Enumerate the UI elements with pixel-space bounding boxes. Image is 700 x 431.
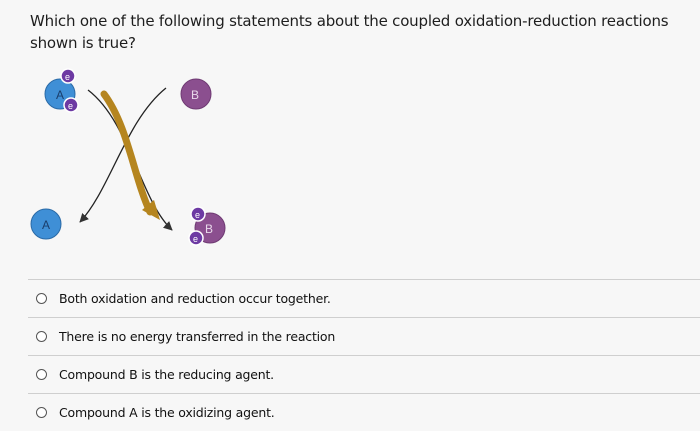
electron-label: e	[68, 101, 73, 111]
compound-b-top	[180, 78, 212, 110]
redox-diagram: A e e B A B e e	[30, 60, 250, 260]
compound-a-bottom	[30, 208, 62, 240]
option-label: There is no energy transferred in the re…	[59, 329, 336, 344]
reaction-curve-b-to-a	[79, 87, 167, 223]
radio-button[interactable]	[36, 369, 47, 380]
electron-label: e	[195, 210, 200, 220]
radio-button[interactable]	[36, 293, 47, 304]
option-3[interactable]: Compound B is the reducing agent.	[28, 355, 700, 393]
electron-icon	[60, 68, 76, 84]
redox-diagram-svg: A e e B A B e e	[30, 68, 226, 246]
electron-transfer-arrowhead	[142, 200, 160, 220]
electron-icon	[63, 97, 79, 113]
electron-label: e	[65, 72, 70, 82]
electron-transfer-arrow	[100, 90, 154, 216]
radio-button[interactable]	[36, 407, 47, 418]
compound-b-bottom-label: B	[205, 222, 213, 236]
answer-options: Both oxidation and reduction occur toget…	[28, 279, 700, 431]
electron-label: e	[193, 234, 198, 244]
option-label: Compound A is the oxidizing agent.	[59, 405, 275, 420]
option-label: Both oxidation and reduction occur toget…	[59, 291, 331, 306]
radio-button[interactable]	[36, 331, 47, 342]
compound-a-bottom-label: A	[42, 218, 50, 232]
electron-icon	[190, 206, 206, 222]
option-2[interactable]: There is no energy transferred in the re…	[28, 317, 700, 355]
question-text: Which one of the following statements ab…	[30, 12, 669, 52]
option-1[interactable]: Both oxidation and reduction occur toget…	[28, 279, 700, 317]
option-label: Compound B is the reducing agent.	[59, 367, 274, 382]
compound-a-top-label: A	[56, 88, 64, 102]
compound-b-top-label: B	[191, 88, 199, 102]
option-4[interactable]: Compound A is the oxidizing agent.	[28, 393, 700, 431]
electron-icon	[188, 230, 204, 246]
